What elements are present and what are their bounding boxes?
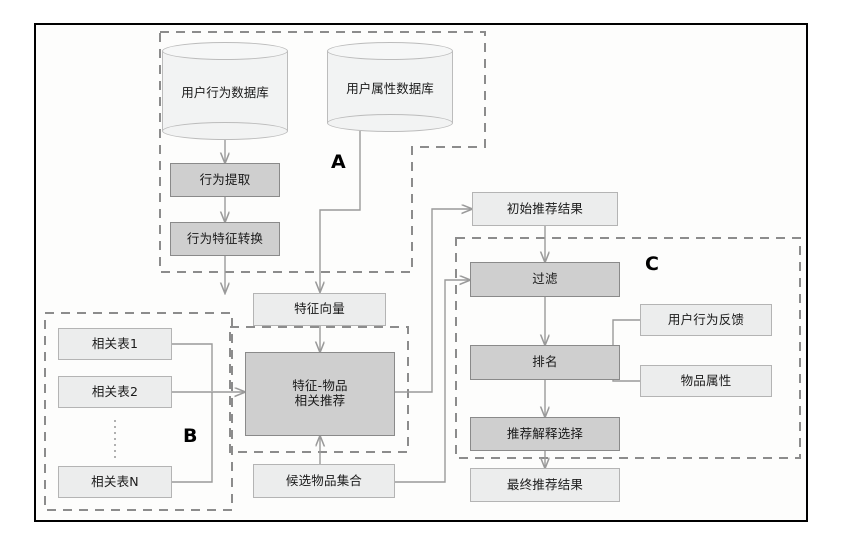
group-label-c: C (645, 253, 659, 275)
node-feature-vector: 特征向量 (253, 293, 386, 326)
node-relation-table-n: 相关表N (58, 466, 172, 498)
cylinder-bottom (162, 122, 288, 140)
cylinder-top (162, 42, 288, 60)
node-filter: 过滤 (470, 262, 620, 297)
vertical-ellipsis-icon (114, 420, 116, 460)
node-behavior-extract: 行为提取 (170, 163, 280, 197)
node-relation-table-1: 相关表1 (58, 328, 172, 360)
node-item-attributes: 物品属性 (640, 365, 772, 397)
node-final-result: 最终推荐结果 (470, 468, 620, 502)
cylinder-top (327, 42, 453, 60)
cylinder-body (327, 51, 453, 123)
cylinder-body (162, 51, 288, 131)
node-label: 用户属性数据库 (346, 80, 434, 96)
node-user-attr-db: 用户属性数据库 (327, 42, 453, 132)
node-label: 用户行为数据库 (181, 84, 269, 100)
node-user-feedback: 用户行为反馈 (640, 304, 772, 336)
node-explanation-selection: 推荐解释选择 (470, 417, 620, 451)
node-relation-table-2: 相关表2 (58, 376, 172, 408)
node-behavior-feature-transform: 行为特征转换 (170, 222, 280, 256)
group-label-a: A (331, 151, 346, 173)
group-label-b: B (183, 425, 198, 447)
node-user-behavior-db: 用户行为数据库 (162, 42, 288, 140)
cylinder-bottom (327, 114, 453, 132)
node-feature-item-recommend: 特征-物品 相关推荐 (245, 352, 395, 436)
node-ranking: 排名 (470, 345, 620, 380)
node-initial-result: 初始推荐结果 (472, 192, 618, 226)
node-candidate-item-set: 候选物品集合 (253, 464, 395, 498)
